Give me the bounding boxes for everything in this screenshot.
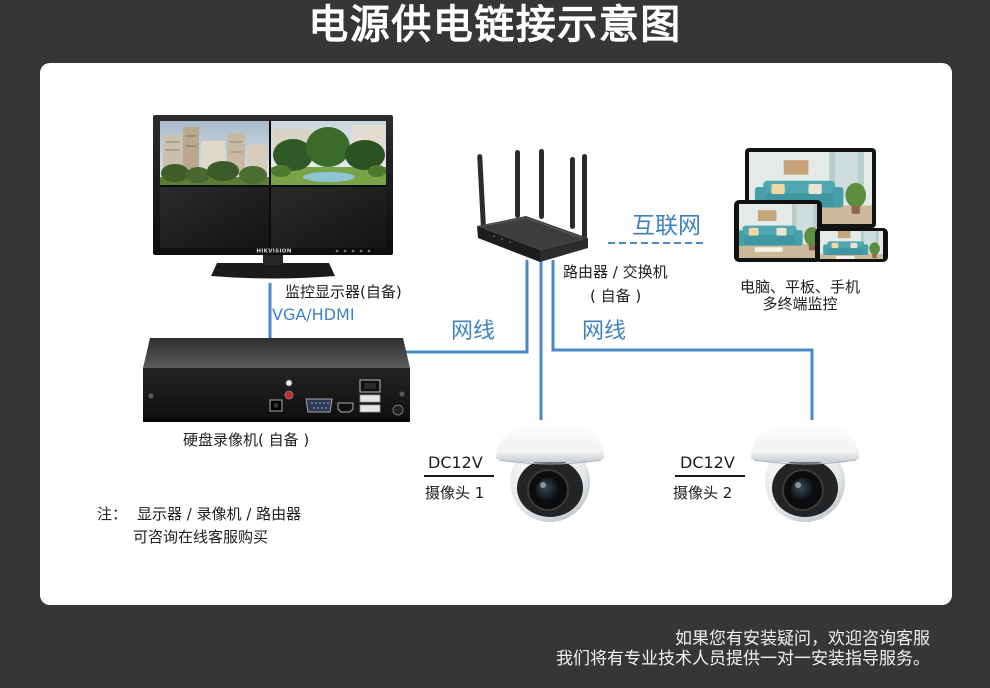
internet-label: 互联网: [632, 213, 701, 239]
monitor-stand-base: [211, 263, 335, 279]
camera-2-illustration: [751, 420, 859, 522]
cable-label-right: 网线: [582, 319, 627, 344]
monitor-connection-label: VGA/HDMI: [272, 305, 355, 324]
screen-view-garden: [271, 121, 386, 185]
cable-label-left: 网线: [451, 319, 496, 344]
nvr-lan-port: [359, 379, 381, 393]
camera-2-power-label: DC12V: [680, 453, 735, 472]
camera-2-label: 摄像头 2: [673, 484, 733, 502]
nvr-illustration: [143, 338, 410, 422]
router-antennas: [477, 149, 587, 242]
screen-view-empty-1: [160, 187, 269, 248]
router-label: 路由器 / 交换机: [563, 263, 668, 281]
nvr-audio-port: [284, 379, 294, 400]
monitor-illustration: HIKVISION: [153, 115, 393, 279]
router-to-camera-2-cable: [551, 260, 814, 420]
footer-line-2: 我们将有专业技术人员提供一对一安装指导服务。: [556, 649, 930, 669]
monitor-screen: [160, 121, 386, 248]
tablet: [734, 200, 822, 262]
nvr-hdmi-port: [337, 402, 354, 413]
camera-dome-cap: [751, 420, 859, 463]
note-prefix: 注：: [97, 505, 128, 523]
router-illustration: [477, 149, 588, 262]
camera-1-illustration: [496, 420, 604, 522]
nvr-top-face: [143, 338, 410, 368]
nvr-label: 硬盘录像机( 自备 ): [183, 431, 310, 449]
nvr-vga-port: [305, 398, 333, 413]
camera-1-label: 摄像头 1: [425, 484, 485, 502]
nvr-power-port: [269, 399, 283, 412]
note-line-1: 显示器 / 录像机 / 路由器: [137, 505, 302, 523]
monitor-stand-neck: [263, 253, 283, 265]
router-front-right: [540, 238, 588, 262]
router-front-left: [477, 226, 540, 262]
router-top-face: [477, 216, 588, 250]
nvr-screw-right: [399, 391, 405, 397]
camera-1-power-underline: [424, 475, 494, 477]
camera-dome-cap: [496, 420, 604, 463]
diagram-panel: HIKVISION: [40, 63, 952, 605]
monitor-label: 监控显示器(自备): [285, 283, 402, 301]
router-note: ( 自备 ): [590, 287, 642, 305]
camera-2-power-underline: [675, 475, 745, 477]
note-line-2: 可咨询在线客服购买: [133, 528, 269, 546]
terminals-label: 电脑、平板、手机: [739, 278, 860, 296]
nvr-usb-port-1: [359, 394, 381, 403]
screen-view-empty-2: [271, 187, 386, 248]
nvr-round-port: [392, 404, 404, 416]
footer-line-1: 如果您有安装疑问，欢迎咨询客服: [675, 629, 930, 649]
nvr-usb-port-2: [359, 404, 381, 413]
monitor-brand-logo: HIKVISION: [256, 249, 291, 255]
screen-view-buildings: [160, 121, 269, 185]
nvr-screw-left: [148, 393, 154, 399]
camera-1-power-label: DC12V: [428, 453, 483, 472]
monitor-buttons: [335, 249, 371, 253]
terminal-devices-illustration: [734, 148, 888, 262]
phone: [815, 228, 888, 262]
terminals-sublabel: 多终端监控: [762, 295, 838, 313]
router-status-lights: [493, 235, 511, 243]
page-title: 电源供电链接示意图: [308, 2, 682, 48]
